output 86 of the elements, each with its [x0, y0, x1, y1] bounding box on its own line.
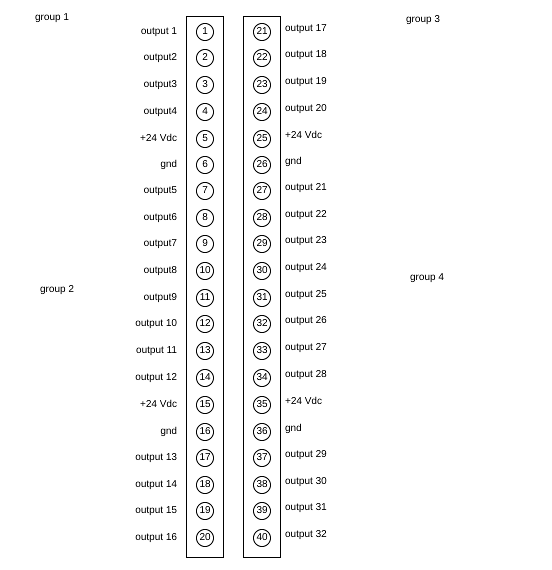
pin-circle: 35	[253, 396, 271, 414]
pin-circle: 25	[253, 130, 271, 148]
group-label: group 3	[406, 14, 440, 26]
pin-circle: 17	[196, 449, 214, 467]
pin-circle: 6	[196, 156, 214, 174]
pin-circle: 9	[196, 235, 214, 253]
pin-circle: 26	[253, 156, 271, 174]
pin-label: output2	[144, 52, 177, 64]
pin-circle: 16	[196, 423, 214, 441]
pin-circle: 21	[253, 23, 271, 41]
pin-circle: 12	[196, 315, 214, 333]
pin-circle: 18	[196, 476, 214, 494]
pin-label: output 19	[285, 76, 327, 88]
pin-label: output 20	[285, 103, 327, 115]
pin-label: gnd	[160, 159, 177, 171]
pin-label: output 10	[135, 318, 177, 330]
pin-label: output 32	[285, 529, 327, 541]
pin-label: output 28	[285, 369, 327, 381]
pin-label: gnd	[285, 156, 302, 168]
pin-circle: 11	[196, 289, 214, 307]
pin-circle: 34	[253, 369, 271, 387]
pin-circle: 28	[253, 209, 271, 227]
pin-label: output3	[144, 79, 177, 91]
pin-label: output 21	[285, 182, 327, 194]
pin-label: +24 Vdc	[285, 130, 322, 142]
pin-circle: 22	[253, 49, 271, 67]
pin-label: output6	[144, 212, 177, 224]
pin-circle: 15	[196, 396, 214, 414]
pin-circle: 20	[196, 529, 214, 547]
pin-circle: 14	[196, 369, 214, 387]
pin-circle: 39	[253, 502, 271, 520]
pin-circle: 19	[196, 502, 214, 520]
pin-label: output 26	[285, 315, 327, 327]
group-label: group 4	[410, 272, 444, 284]
pin-circle: 8	[196, 209, 214, 227]
pin-circle: 27	[253, 182, 271, 200]
pin-label: output 30	[285, 476, 327, 488]
pin-circle: 30	[253, 262, 271, 280]
pin-circle: 38	[253, 476, 271, 494]
pin-label: output 29	[285, 449, 327, 461]
pin-circle: 7	[196, 182, 214, 200]
pin-circle: 1	[196, 23, 214, 41]
pin-circle: 3	[196, 76, 214, 94]
pin-circle: 13	[196, 342, 214, 360]
pin-label: output5	[144, 185, 177, 197]
pin-label: output 17	[285, 23, 327, 35]
pin-label: output 18	[285, 49, 327, 61]
pin-label: +24 Vdc	[140, 133, 177, 145]
pin-label: output 24	[285, 262, 327, 274]
pin-circle: 31	[253, 289, 271, 307]
pin-circle: 2	[196, 49, 214, 67]
pin-label: gnd	[160, 426, 177, 438]
pin-label: output 25	[285, 289, 327, 301]
connector-strip	[243, 16, 281, 558]
pin-label: output8	[144, 265, 177, 277]
pin-circle: 10	[196, 262, 214, 280]
pin-label: +24 Vdc	[140, 399, 177, 411]
pin-circle: 4	[196, 103, 214, 121]
pin-label: +24 Vdc	[285, 396, 322, 408]
pin-label: output 31	[285, 502, 327, 514]
pin-label: output7	[144, 238, 177, 250]
pin-label: output 27	[285, 342, 327, 354]
connector-strip	[186, 16, 224, 558]
pin-circle: 37	[253, 449, 271, 467]
pin-label: output 23	[285, 235, 327, 247]
pin-label: output4	[144, 106, 177, 118]
pin-circle: 23	[253, 76, 271, 94]
pin-label: output 22	[285, 209, 327, 221]
group-label: group 2	[40, 284, 74, 296]
pin-circle: 36	[253, 423, 271, 441]
pin-label: output 11	[136, 345, 177, 357]
pin-label: output 1	[140, 26, 177, 38]
pin-label: output 13	[135, 452, 177, 464]
pin-circle: 5	[196, 130, 214, 148]
pin-label: output 16	[135, 532, 177, 544]
pin-circle: 33	[253, 342, 271, 360]
pin-label: output 15	[135, 505, 177, 517]
group-label: group 1	[35, 12, 69, 24]
pin-label: output 12	[135, 372, 177, 384]
pin-circle: 24	[253, 103, 271, 121]
pin-circle: 32	[253, 315, 271, 333]
pin-label: output9	[144, 292, 177, 304]
pin-circle: 29	[253, 235, 271, 253]
pin-label: gnd	[285, 423, 302, 435]
pin-label: output 14	[135, 479, 177, 491]
pin-circle: 40	[253, 529, 271, 547]
